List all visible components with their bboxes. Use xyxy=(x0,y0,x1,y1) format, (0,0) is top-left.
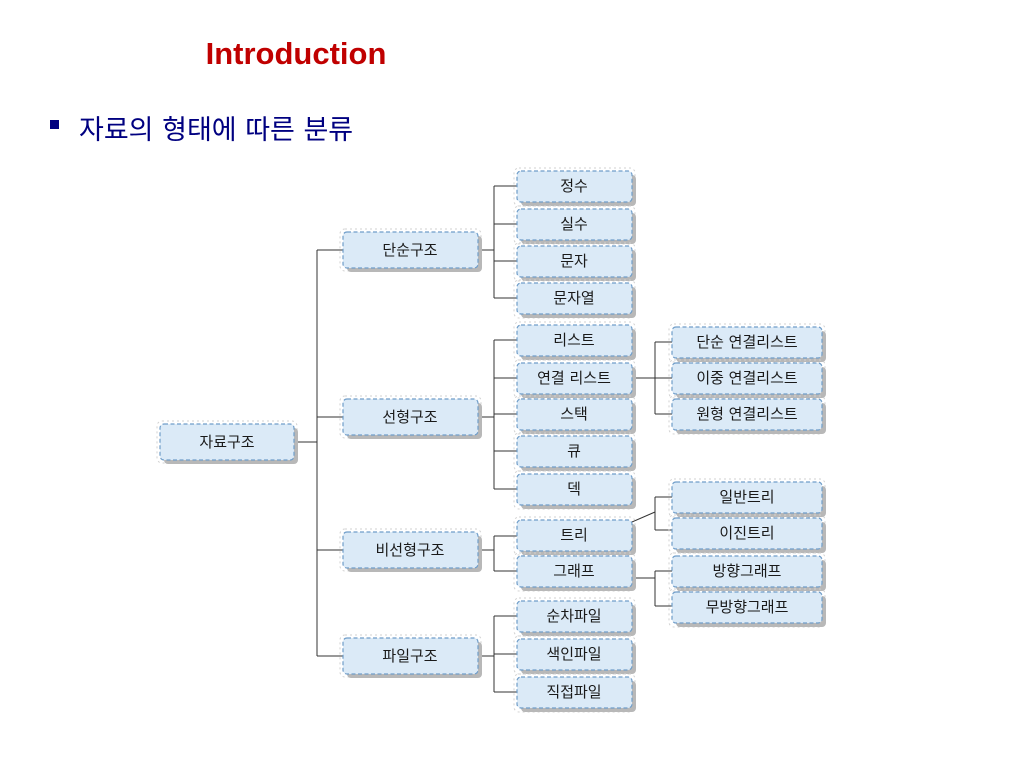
node-circular-linked: 원형 연결리스트 xyxy=(668,395,826,435)
node-undirected-graph: 무방향그래프 xyxy=(668,588,826,628)
node-queue: 큐 xyxy=(513,432,636,472)
node-file: 파일구조 xyxy=(339,634,482,678)
connector-nonlinear xyxy=(478,535,517,572)
node-label: 덱 xyxy=(567,480,581,498)
node-stack: 스택 xyxy=(513,395,636,435)
square-bullet-icon xyxy=(50,120,59,129)
node-label: 직접파일 xyxy=(546,683,601,701)
node-graph: 그래프 xyxy=(513,552,636,592)
node-deque: 덱 xyxy=(513,470,636,510)
node-tree: 트리 xyxy=(513,516,636,556)
node-label: 순차파일 xyxy=(546,607,601,625)
node-real: 실수 xyxy=(513,205,636,245)
connector-linear xyxy=(478,339,517,490)
node-string: 문자열 xyxy=(513,279,636,319)
node-binary-tree: 이진트리 xyxy=(668,514,826,554)
node-integer: 정수 xyxy=(513,167,636,207)
bullet-text: 자료의 형태에 따른 분류 xyxy=(79,115,354,146)
connector-file xyxy=(478,615,517,693)
node-label: 방향그래프 xyxy=(712,562,781,580)
node-label: 리스트 xyxy=(553,331,595,349)
node-linked-list: 연결 리스트 xyxy=(513,359,636,399)
node-label: 색인파일 xyxy=(546,645,601,663)
node-label: 연결 리스트 xyxy=(537,369,611,387)
node-label: 자료구조 xyxy=(199,433,254,451)
node-label: 문자열 xyxy=(553,289,594,307)
connector-tree xyxy=(631,496,672,531)
connector-root xyxy=(296,249,343,657)
node-label: 실수 xyxy=(560,215,588,233)
node-label: 단순구조 xyxy=(382,241,437,259)
node-linear: 선형구조 xyxy=(339,395,482,439)
node-label: 무방향그래프 xyxy=(706,598,789,616)
page-title: Introduction xyxy=(205,36,387,71)
node-direct-file: 직접파일 xyxy=(513,673,636,713)
node-label: 문자 xyxy=(560,252,588,270)
node-seq-file: 순차파일 xyxy=(513,597,636,637)
node-label: 일반트리 xyxy=(719,488,774,506)
node-label: 정수 xyxy=(560,177,588,195)
node-char: 문자 xyxy=(513,242,636,282)
node-simple: 단순구조 xyxy=(339,228,482,272)
connector-linked-list xyxy=(632,341,672,415)
node-singly-linked: 단순 연결리스트 xyxy=(668,323,826,363)
node-list: 리스트 xyxy=(513,321,636,361)
node-label: 선형구조 xyxy=(382,408,437,426)
node-general-tree: 일반트리 xyxy=(668,478,826,518)
node-label: 비선형구조 xyxy=(375,541,444,559)
node-label: 스택 xyxy=(560,405,588,423)
connectors xyxy=(296,185,672,693)
node-root: 자료구조 xyxy=(156,420,298,464)
node-label: 원형 연결리스트 xyxy=(696,405,798,423)
bullet-item: 자료의 형태에 따른 분류 xyxy=(50,108,353,147)
node-label: 이진트리 xyxy=(719,524,774,542)
node-directed-graph: 방향그래프 xyxy=(668,552,826,592)
node-label: 이중 연결리스트 xyxy=(696,369,798,387)
connector-graph xyxy=(632,570,672,607)
node-label: 단순 연결리스트 xyxy=(696,333,798,351)
node-label: 그래프 xyxy=(553,562,595,580)
node-label: 큐 xyxy=(567,442,581,460)
node-doubly-linked: 이중 연결리스트 xyxy=(668,359,826,399)
node-index-file: 색인파일 xyxy=(513,635,636,675)
node-label: 트리 xyxy=(560,526,588,544)
connector-simple xyxy=(478,185,517,299)
node-label: 파일구조 xyxy=(382,647,437,665)
node-nonlinear: 비선형구조 xyxy=(339,528,482,572)
